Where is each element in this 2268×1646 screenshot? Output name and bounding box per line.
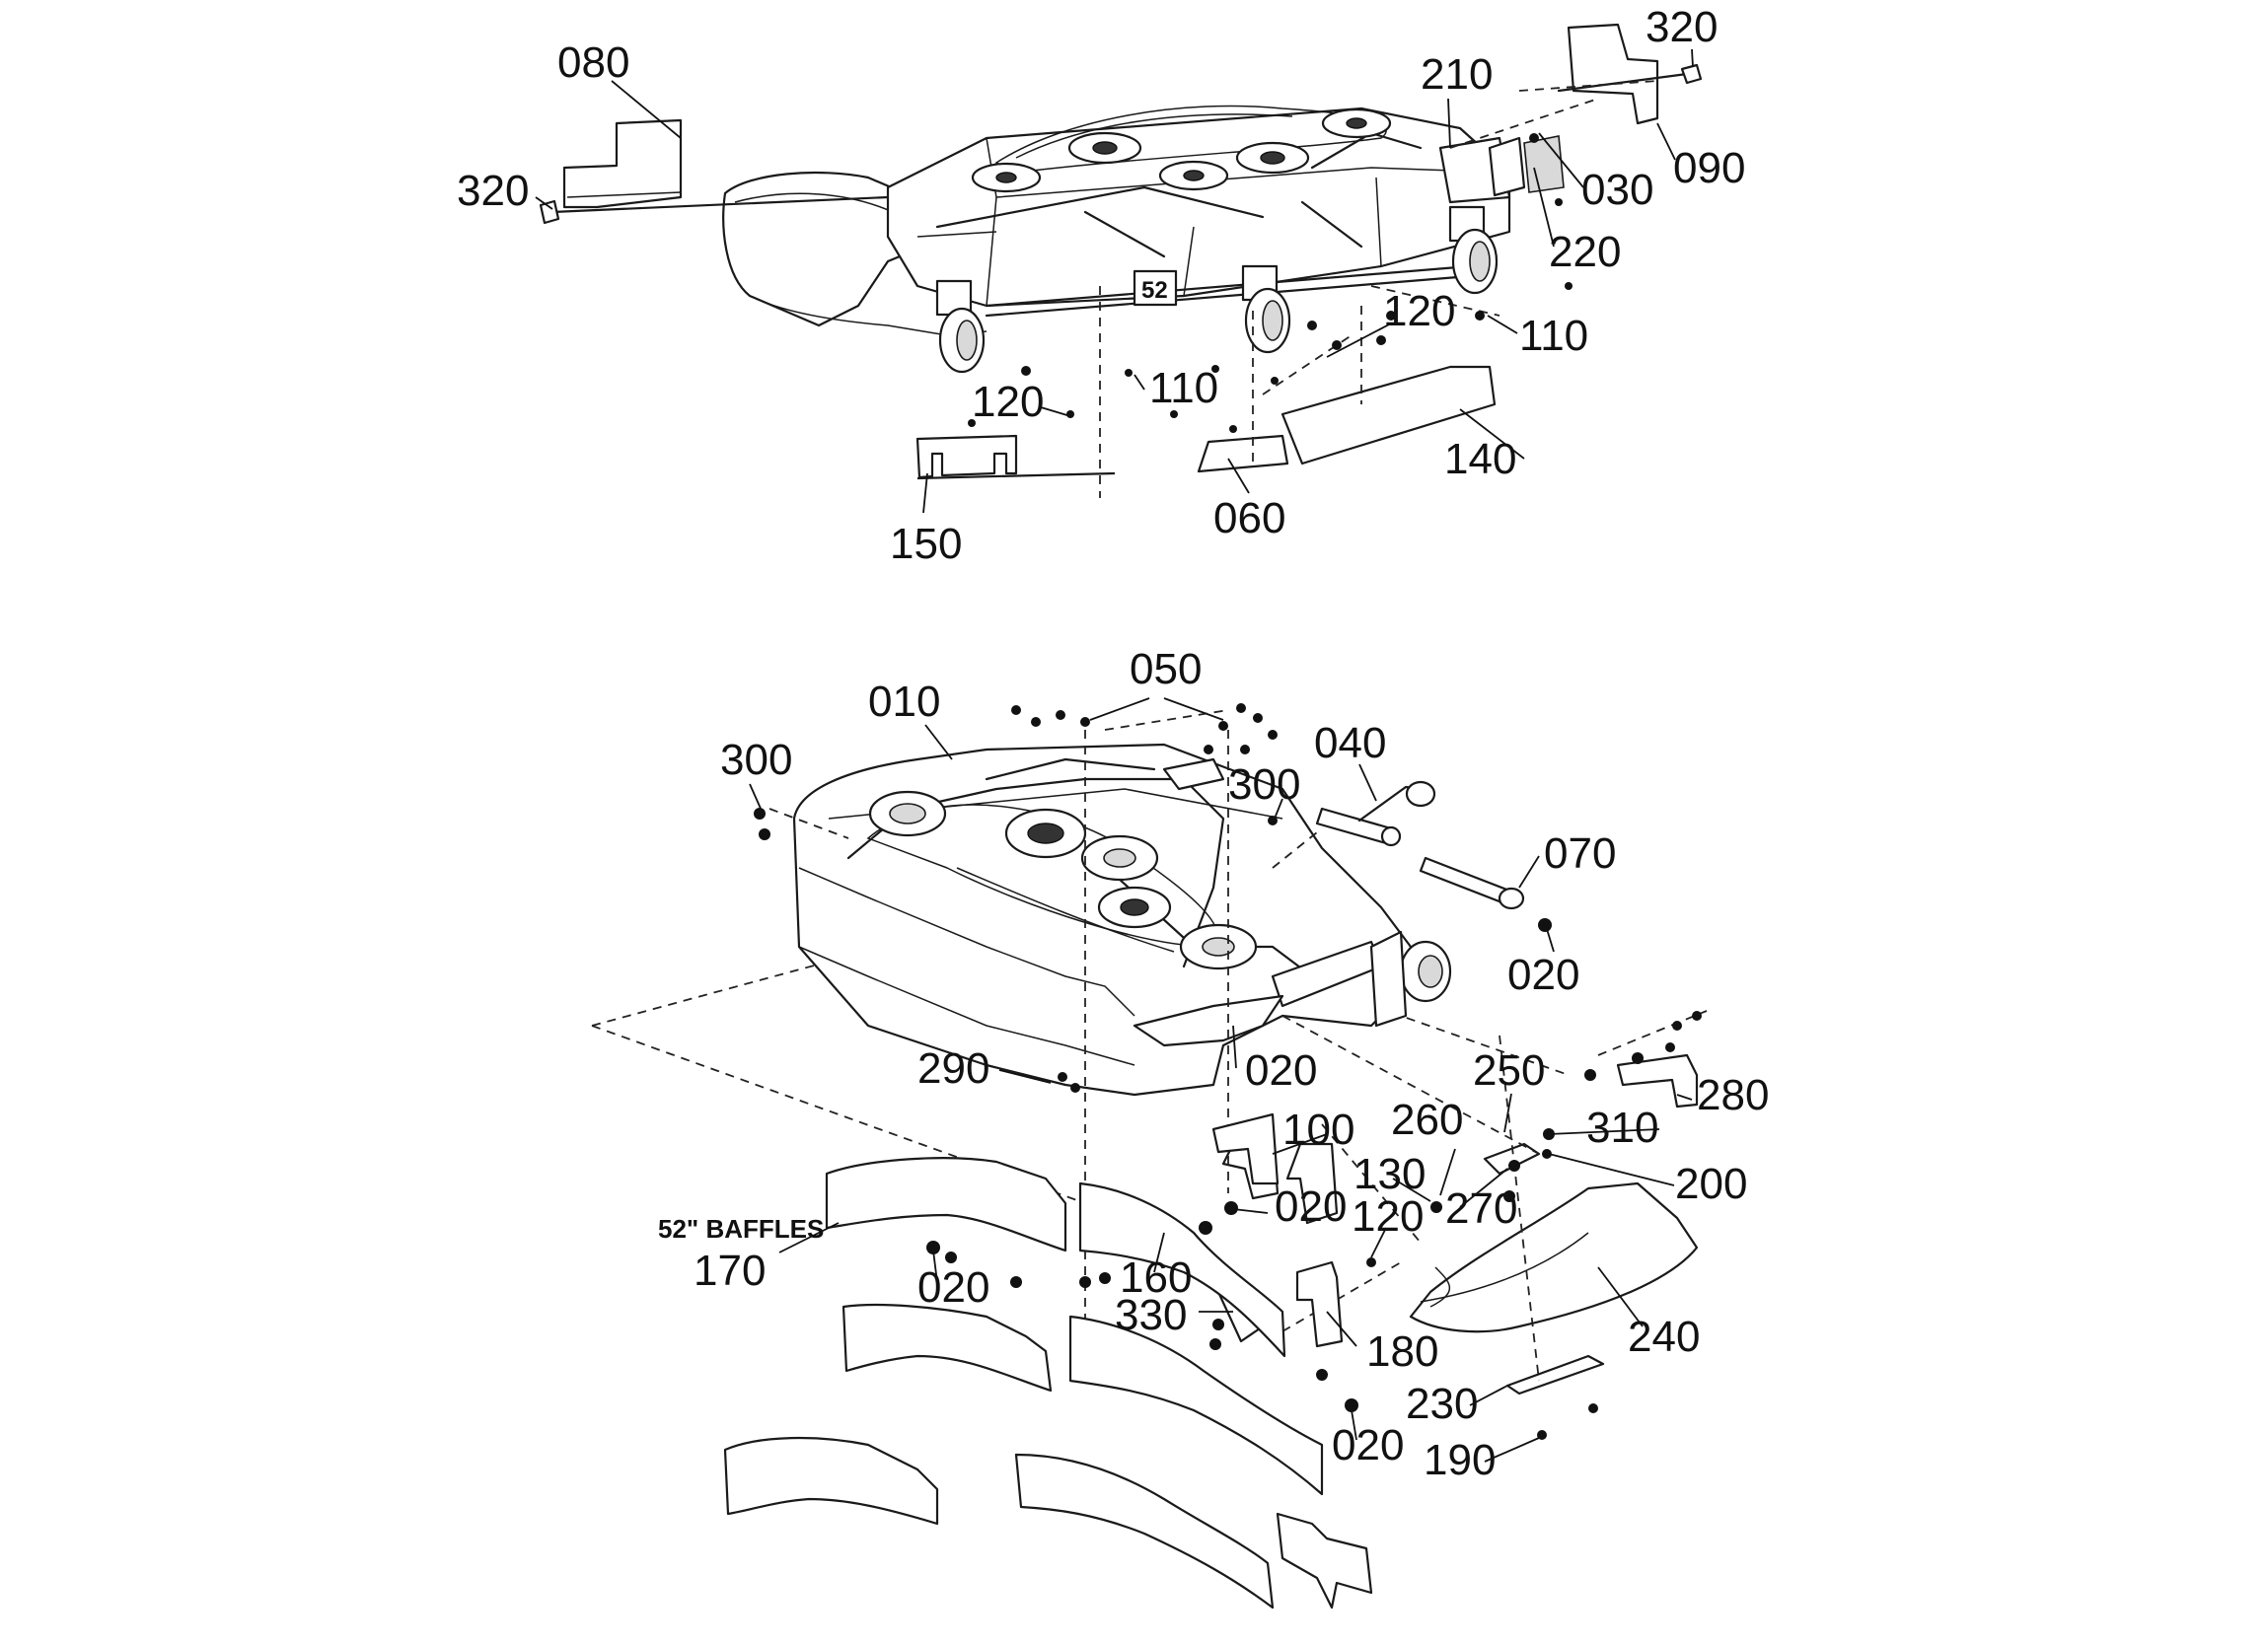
part-160-baffle: [1078, 1181, 1286, 1358]
baffle-mid-left: [841, 1303, 1053, 1393]
bottom-hardware: [754, 703, 1702, 1440]
callout-090: 090: [1673, 144, 1745, 192]
part-070-shaft: [1419, 856, 1525, 910]
callout-110-right: 110: [1519, 312, 1588, 360]
bottom-guide-lines: [768, 709, 1540, 1382]
callout-290: 290: [917, 1044, 989, 1093]
part-100-bracket: [1211, 1112, 1280, 1185]
callout-330: 330: [1115, 1291, 1187, 1339]
callout-170: 170: [694, 1247, 766, 1295]
part-150-baffle: [915, 434, 1018, 479]
callout-020-lower: 020: [1332, 1421, 1404, 1469]
callout-070: 070: [1544, 829, 1616, 878]
baffle-lower-left: [723, 1436, 939, 1526]
callout-240: 240: [1628, 1313, 1700, 1361]
callout-020-shaft: 020: [1507, 951, 1579, 999]
callout-080: 080: [557, 38, 629, 87]
callout-150: 150: [890, 520, 962, 568]
callout-320-right: 320: [1646, 3, 1718, 51]
part-230-plate: [1505, 1354, 1605, 1396]
callout-100: 100: [1282, 1106, 1354, 1154]
top-pulleys: [971, 107, 1392, 193]
part-240-deflector: [1409, 1181, 1699, 1333]
callout-120-top-left: 120: [972, 378, 1044, 426]
baffle-mid-right: [1068, 1315, 1324, 1496]
callout-200: 200: [1675, 1160, 1747, 1208]
callout-010: 010: [868, 678, 940, 726]
callout-160: 160: [1120, 1253, 1192, 1302]
top-deck-assembly: 52: [722, 105, 1565, 374]
callout-220: 220: [1549, 228, 1621, 276]
callout-130: 130: [1353, 1150, 1426, 1198]
callout-250: 250: [1473, 1046, 1545, 1095]
top-baffles: [915, 365, 1497, 480]
callout-210: 210: [1421, 50, 1493, 99]
part-140-baffle: [1280, 365, 1497, 465]
anti-scalp-wheels: [935, 205, 1499, 374]
bottom-pulleys: [868, 790, 1258, 970]
part-080-shield: [539, 118, 890, 225]
top-guide-lines: [1099, 80, 1658, 498]
baffle-lower-small: [1276, 1512, 1373, 1610]
callout-120-bottom: 120: [1352, 1192, 1424, 1241]
leader-lines: [535, 48, 1694, 1463]
baffles-52-heading: 52" BAFFLES: [658, 1214, 824, 1244]
svg-text:52: 52: [1141, 277, 1168, 304]
baffles-52: [723, 1112, 1373, 1610]
callout-040: 040: [1314, 719, 1386, 767]
callout-020-baffle: 020: [917, 1263, 989, 1312]
callout-280: 280: [1697, 1071, 1769, 1119]
callout-230: 230: [1406, 1380, 1478, 1428]
baffle-lower-right: [1014, 1453, 1275, 1610]
callout-310: 310: [1586, 1104, 1658, 1152]
callout-270: 270: [1445, 1184, 1517, 1233]
bottom-deck-assembly: [591, 743, 1570, 1204]
callout-030: 030: [1581, 166, 1653, 214]
callout-320-left: 320: [457, 167, 529, 215]
callout-110-center: 110: [1149, 364, 1218, 412]
callout-labels: 080 320 320 210 030 090 220 120 110 120 …: [457, 3, 1769, 1484]
callout-020-bracket: 020: [1275, 1182, 1347, 1231]
callout-260: 260: [1391, 1096, 1463, 1144]
callout-060: 060: [1213, 494, 1285, 542]
part-170-baffle: [825, 1157, 1067, 1252]
callout-050: 050: [1130, 645, 1202, 693]
callout-120-top-right: 120: [1383, 287, 1455, 335]
callout-190: 190: [1424, 1436, 1496, 1484]
top-hardware: [968, 133, 1573, 433]
part-060-baffle: [1197, 434, 1289, 473]
part-280-bracket: [1597, 1010, 1708, 1109]
callout-300-right: 300: [1228, 760, 1300, 809]
part-180-bracket: [1295, 1260, 1344, 1348]
callout-140: 140: [1444, 435, 1516, 483]
top-deck-housing: [886, 107, 1511, 308]
part-090-shield: [1557, 23, 1703, 125]
callout-020-center: 020: [1245, 1046, 1317, 1095]
callout-180: 180: [1366, 1327, 1438, 1376]
callout-300-left: 300: [720, 736, 792, 784]
part-040-arm: [1315, 780, 1436, 847]
